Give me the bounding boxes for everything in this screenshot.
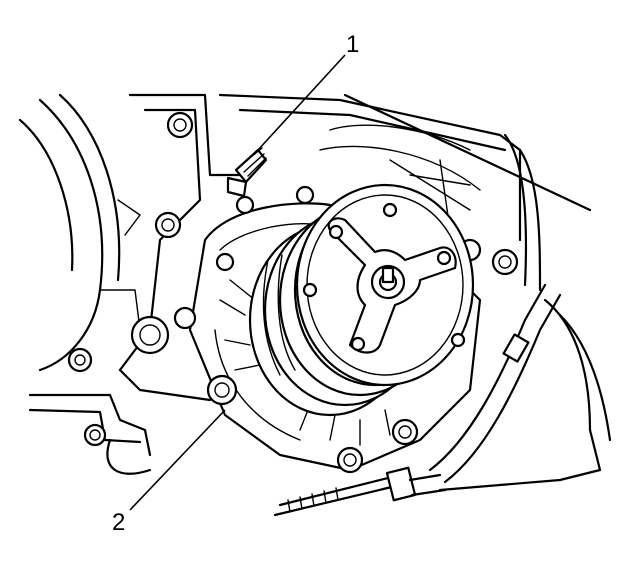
bolt-mid-left (154, 211, 182, 239)
callout-1-label: 1 (346, 31, 359, 58)
callout-2-label: 2 (112, 509, 125, 536)
compressor-clutch (295, 183, 475, 387)
bolt-flange-lower (206, 248, 519, 474)
bolt-lower-left (67, 347, 93, 373)
bolt-left-edge (83, 423, 107, 447)
bolt-large-left (130, 315, 170, 355)
bolt-top-left (166, 111, 194, 139)
bolt-flange-upper (173, 185, 315, 330)
callout-2-leader (129, 409, 226, 511)
stud (226, 147, 268, 198)
refrigerant-lines (428, 133, 612, 492)
callout-1-leader (257, 54, 346, 151)
mounting-bolts (67, 111, 519, 474)
wiring-harness (273, 466, 447, 517)
